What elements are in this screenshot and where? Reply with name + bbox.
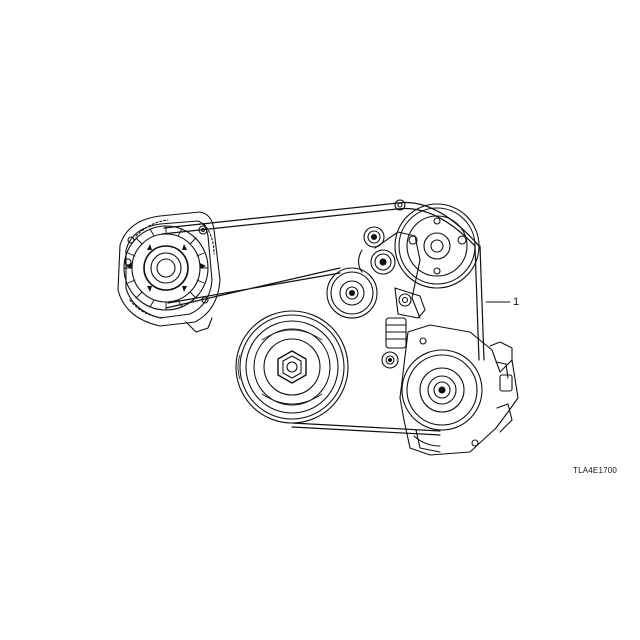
tensioner-pulley — [326, 267, 412, 319]
small-idler-pulleys — [357, 199, 406, 275]
crankshaft-pulley — [235, 310, 349, 424]
drive-belt — [161, 201, 485, 436]
alternator — [117, 211, 221, 333]
reference-code: TLA4E1700 — [573, 466, 618, 475]
ac-compressor — [399, 324, 519, 456]
callout-number-1: 1 — [513, 296, 520, 308]
tensioner-bracket — [374, 231, 426, 369]
